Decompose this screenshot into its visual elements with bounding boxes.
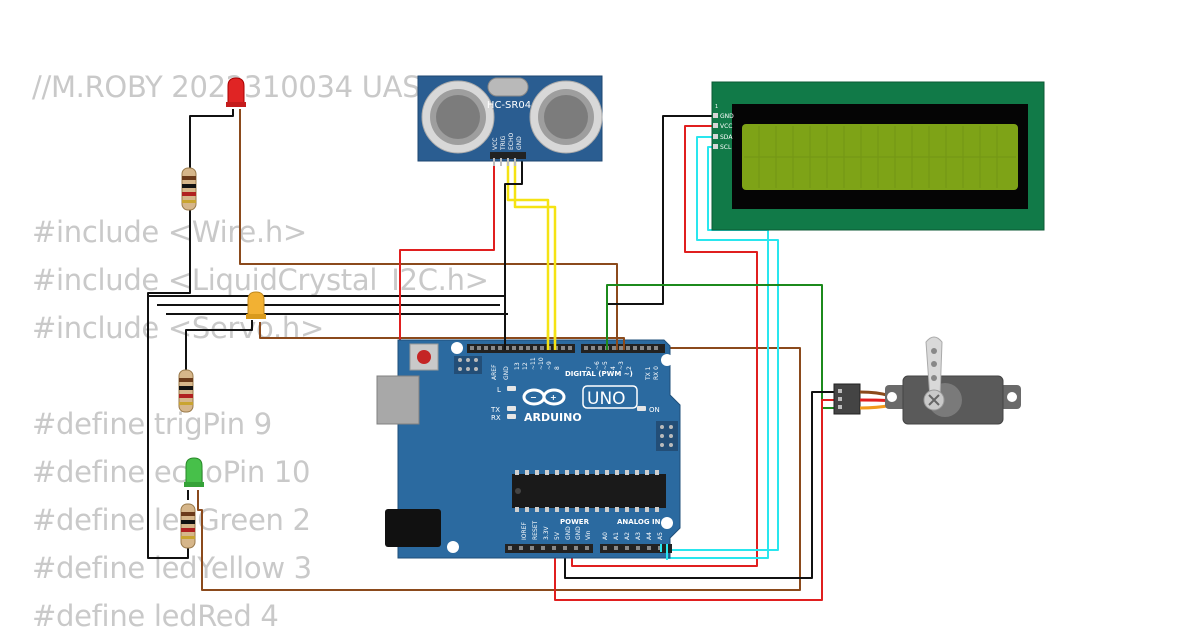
wire-lcd-gnd	[607, 115, 716, 305]
sensor-transducer-left	[421, 80, 495, 154]
resistor-red-led	[181, 167, 197, 211]
red-led	[226, 77, 246, 107]
pin-label-11: ~11	[530, 357, 537, 370]
resistor-yellow-led	[178, 369, 194, 413]
pin-label-a3: A3	[635, 532, 642, 540]
pin-label-a5: A5	[657, 532, 664, 540]
pin-label-6: ~6	[594, 361, 601, 370]
wire-endpoints	[504, 330, 668, 560]
code-line-include-wire: #include <Wire.h>	[32, 215, 307, 249]
digital-header-label: DIGITAL (PWM ~)	[565, 370, 633, 378]
pin-label-2: 2	[626, 366, 633, 370]
pin-label-reset: RESET	[532, 520, 539, 540]
pin-label-3v3: 3.3V	[543, 525, 550, 540]
code-line-comment: //M.ROBY 2022310034 UAS	[32, 70, 421, 104]
wire-red-led-gnd	[189, 109, 234, 170]
wire-servo-signal	[606, 284, 834, 409]
resistor-green-led	[180, 503, 196, 549]
pin-label-5v: 5V	[554, 531, 561, 540]
wire-lcd-vcc	[571, 125, 758, 567]
pin-label-12: 12	[522, 362, 529, 370]
lcd-pin-scl: SCL	[720, 144, 732, 151]
pin-label-gnd-2: GND	[575, 526, 582, 540]
pin-label-7: 7	[586, 366, 593, 370]
servo-motor	[833, 336, 1021, 425]
sensor-pin-echo: ECHO	[508, 133, 515, 150]
arduino-uno-board: AREF GND 13 12 ~11 ~10 ~9 8 7 ~6 ~5 4 ~3…	[376, 339, 681, 559]
pin-label-a2: A2	[624, 532, 631, 540]
pin-label-gnd-1: GND	[565, 526, 572, 540]
sensor-transducer-right	[529, 80, 603, 154]
code-line-include-lcd: #include <LiquidCrystal_I2C.h>	[32, 263, 489, 297]
code-line-include-servo: #include <Servo.h>	[32, 311, 324, 345]
lcd-display: 1 GND VCC SDA SCL	[711, 81, 1045, 231]
svg-text:+: +	[550, 393, 557, 402]
led-label-on: ON	[649, 406, 660, 414]
yellow-led	[246, 291, 266, 319]
analog-header-label: ANALOG IN	[617, 518, 661, 526]
arduino-brand: ARDUINO	[524, 411, 582, 424]
arduino-model: UNO	[587, 389, 626, 409]
wire-sensor-trig	[506, 160, 550, 346]
lcd-pin-gnd: GND	[720, 113, 734, 120]
ultrasonic-sensor: HC-SR04 VCC TRIG ECHO GND	[417, 75, 603, 166]
arduino-logo	[522, 388, 566, 406]
usb-port	[376, 375, 420, 425]
pin-label-3: ~3	[618, 361, 625, 370]
green-led	[184, 457, 204, 487]
lcd-pin-sda: SDA	[720, 134, 733, 141]
code-line-define-red: #define ledRed 4	[32, 599, 279, 633]
sensor-pin-gnd: GND	[516, 136, 523, 150]
wire-yellow-led-gnd	[185, 320, 253, 372]
code-line-define-trig: #define trigPin 9	[32, 407, 272, 441]
pin-label-tx: TX 1	[645, 366, 652, 381]
sensor-pin-trig: TRIG	[500, 135, 507, 151]
pin-label-8: 8	[554, 366, 561, 370]
pin-label-13: 13	[514, 362, 521, 370]
power-jack	[385, 509, 441, 547]
pin-label-a1: A1	[613, 532, 620, 540]
svg-text:−: −	[530, 393, 537, 402]
lcd-pin-marker: 1	[715, 104, 718, 110]
pin-label-ioref: IOREF	[521, 522, 528, 540]
led-label-rx: RX	[491, 414, 501, 422]
pin-label-10: ~10	[538, 357, 545, 370]
pin-label-aref: AREF	[491, 364, 498, 380]
power-header-label: POWER	[560, 518, 590, 526]
sensor-pin-vcc: VCC	[492, 138, 499, 150]
pin-label-5: ~5	[602, 361, 609, 370]
microcontroller-chip	[512, 474, 666, 508]
code-line-define-green: #define ledGreen 2	[32, 503, 311, 537]
wire-green-led-signal	[197, 347, 801, 591]
wire-servo-power	[554, 399, 834, 601]
pin-label-rx: RX 0	[653, 366, 660, 380]
pin-label-a0: A0	[602, 532, 609, 540]
sensor-name: HC-SR04	[487, 100, 531, 111]
wire-servo-gnd	[564, 391, 834, 579]
pin-label-gnd: GND	[503, 366, 510, 380]
led-label-l: L	[497, 386, 501, 394]
reset-button-cap	[417, 350, 431, 364]
led-label-tx: TX	[490, 406, 500, 414]
wire-sensor-gnd	[504, 160, 523, 296]
wire-red-led-res-gnd	[147, 210, 191, 559]
pin-label-4: 4	[610, 366, 617, 370]
pin-label-a4: A4	[646, 532, 653, 540]
code-line-define-echo: #define echoPin 10	[32, 455, 311, 489]
pin-label-vin: Vin	[585, 530, 592, 540]
pin-label-9: ~9	[546, 361, 553, 370]
lcd-pin-vcc: VCC	[720, 123, 732, 130]
